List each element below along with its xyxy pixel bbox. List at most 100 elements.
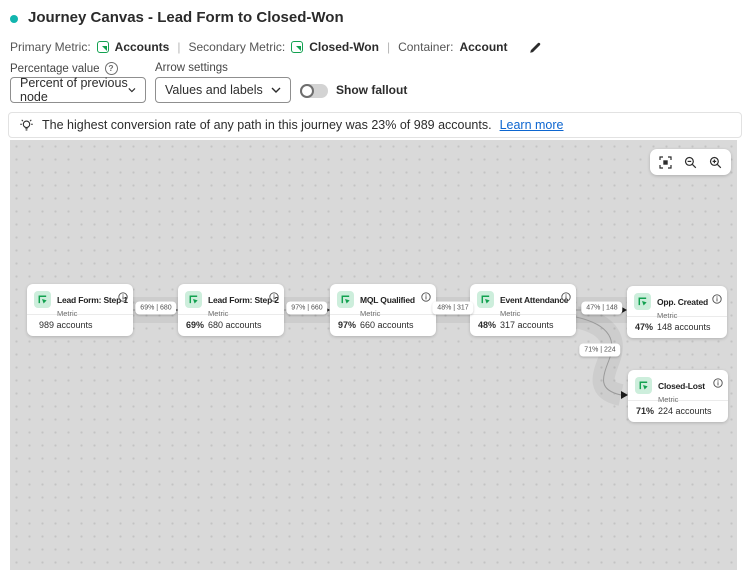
edge-label: 48% | 317 [432,301,474,315]
info-icon[interactable] [269,289,279,302]
node-stat: 680 accounts [208,320,262,330]
node-percentage: 69% [186,320,205,330]
show-fallout-label: Show fallout [336,83,408,97]
edge-label-text: 97% | 660 [291,304,323,312]
separator: | [177,40,181,54]
node-stats: 47% 148 accounts [627,317,727,332]
metric-icon [634,293,651,310]
arrow-settings-label: Arrow settings [155,62,228,74]
node-subtitle: Metric [657,311,678,320]
container-label: Container: [398,40,454,54]
node-title: Event Attendance [500,295,569,305]
edge-label-text: 47% | 148 [586,304,618,312]
node-stats: 71% 224 accounts [628,401,728,416]
edge-label-text: 71% | 224 [584,346,616,354]
metric-icon [635,377,652,394]
edge-layer [133,297,628,406]
node-header: Opp. Created Metric [627,286,727,320]
edge-label: 69% | 680 [135,301,177,315]
primary-metric-value: Accounts [114,40,170,54]
node-header: Lead Form: Step 2 Metric [178,284,284,318]
edge-label: 47% | 148 [581,301,623,315]
journey-node[interactable]: Closed-Lost Metric 71% 224 account [628,370,728,422]
zoom-out-icon[interactable] [678,150,703,174]
node-header: MQL Qualified Metric [330,284,436,318]
percentage-value-label: Percentage value ? [10,62,118,75]
arrow-settings-label-text: Arrow settings [155,62,228,74]
node-title: Opp. Created [657,297,708,307]
node-header: Lead Form: Step 1 Metric [27,284,133,318]
journey-node[interactable]: Lead Form: Step 1 Metric 989 acco [27,284,133,336]
node-percentage: 47% [635,322,654,332]
toggle-knob [300,84,314,98]
metric-icon [477,291,494,308]
fit-to-screen-icon[interactable] [653,150,678,174]
node-stats: 48% 317 accounts [470,315,576,330]
percentage-value-label-text: Percentage value [10,62,100,75]
secondary-metric-label: Secondary Metric: [188,40,286,54]
node-title: MQL Qualified [360,295,415,305]
metric-icon [291,41,304,53]
node-subtitle: Metric [658,395,679,404]
node-title: Closed-Lost [658,381,705,391]
node-stat: 660 accounts [360,320,414,330]
journey-node[interactable]: Opp. Created Metric 47% 148 accoun [627,286,727,338]
status-dot [10,15,18,23]
edge-label: 97% | 660 [286,301,328,315]
help-icon[interactable]: ? [104,62,118,75]
node-title: Lead Form: Step 1 [57,295,128,305]
chevron-down-icon [271,87,281,93]
node-stat: 224 accounts [658,406,712,416]
node-percentage: 48% [478,320,497,330]
arrow-settings-dropdown[interactable]: Values and labels [155,77,291,103]
container-value: Account [459,40,508,54]
node-title: Lead Form: Step 2 [208,295,279,305]
node-percentage: 97% [338,320,357,330]
node-stats: 69% 680 accounts [178,315,284,330]
lightbulb-icon [20,119,33,130]
node-stats: 97% 660 accounts [330,315,436,330]
insight-banner: The highest conversion rate of any path … [8,112,742,138]
arrow-settings-selected: Values and labels [165,83,263,97]
journey-canvas[interactable]: Lead Form: Step 1 Metric 989 acco [10,140,737,570]
edge-label-text: 48% | 317 [437,304,469,312]
node-stat: 989 accounts [39,320,93,330]
node-header: Event Attendance Metric [470,284,576,318]
info-icon[interactable] [421,289,431,302]
show-fallout-toggle[interactable] [300,84,328,98]
journey-node[interactable]: Lead Form: Step 2 Metric 69% 680 a [178,284,284,336]
info-icon[interactable] [712,291,722,304]
canvas-zoom-toolbar [650,149,731,175]
primary-metric-label: Primary Metric: [10,40,91,54]
node-stat: 317 accounts [500,320,554,330]
info-icon[interactable] [118,289,128,302]
edit-pencil-icon[interactable] [529,41,542,54]
page-title: Journey Canvas - Lead Form to Closed-Won [28,9,344,26]
metric-icon [34,291,51,308]
separator: | [386,40,391,54]
info-icon[interactable] [713,375,723,388]
percentage-value-dropdown[interactable]: Percent of previous node [10,76,146,104]
secondary-metric-value: Closed-Won [309,40,379,54]
node-subtitle: Metric [360,309,381,318]
learn-more-link[interactable]: Learn more [499,118,564,132]
journey-node[interactable]: Event Attendance Metric 48% 317 ac [470,284,576,336]
node-subtitle: Metric [57,309,78,318]
percentage-value-selected: Percent of previous node [20,76,128,104]
edge-label: 71% | 224 [579,343,621,357]
node-subtitle: Metric [500,309,521,318]
metric-summary-bar: Primary Metric: Accounts | Secondary Met… [10,40,542,54]
zoom-in-icon[interactable] [703,150,728,174]
info-icon[interactable] [561,289,571,302]
node-stat: 148 accounts [657,322,711,332]
node-percentage: 71% [636,406,655,416]
metric-icon [185,291,202,308]
metric-icon [337,291,354,308]
metric-icon [96,41,109,53]
insight-text: The highest conversion rate of any path … [42,118,492,132]
chevron-down-icon [128,88,136,93]
node-subtitle: Metric [208,309,229,318]
journey-node[interactable]: MQL Qualified Metric 97% 660 accou [330,284,436,336]
edge-label-text: 69% | 680 [140,304,172,312]
